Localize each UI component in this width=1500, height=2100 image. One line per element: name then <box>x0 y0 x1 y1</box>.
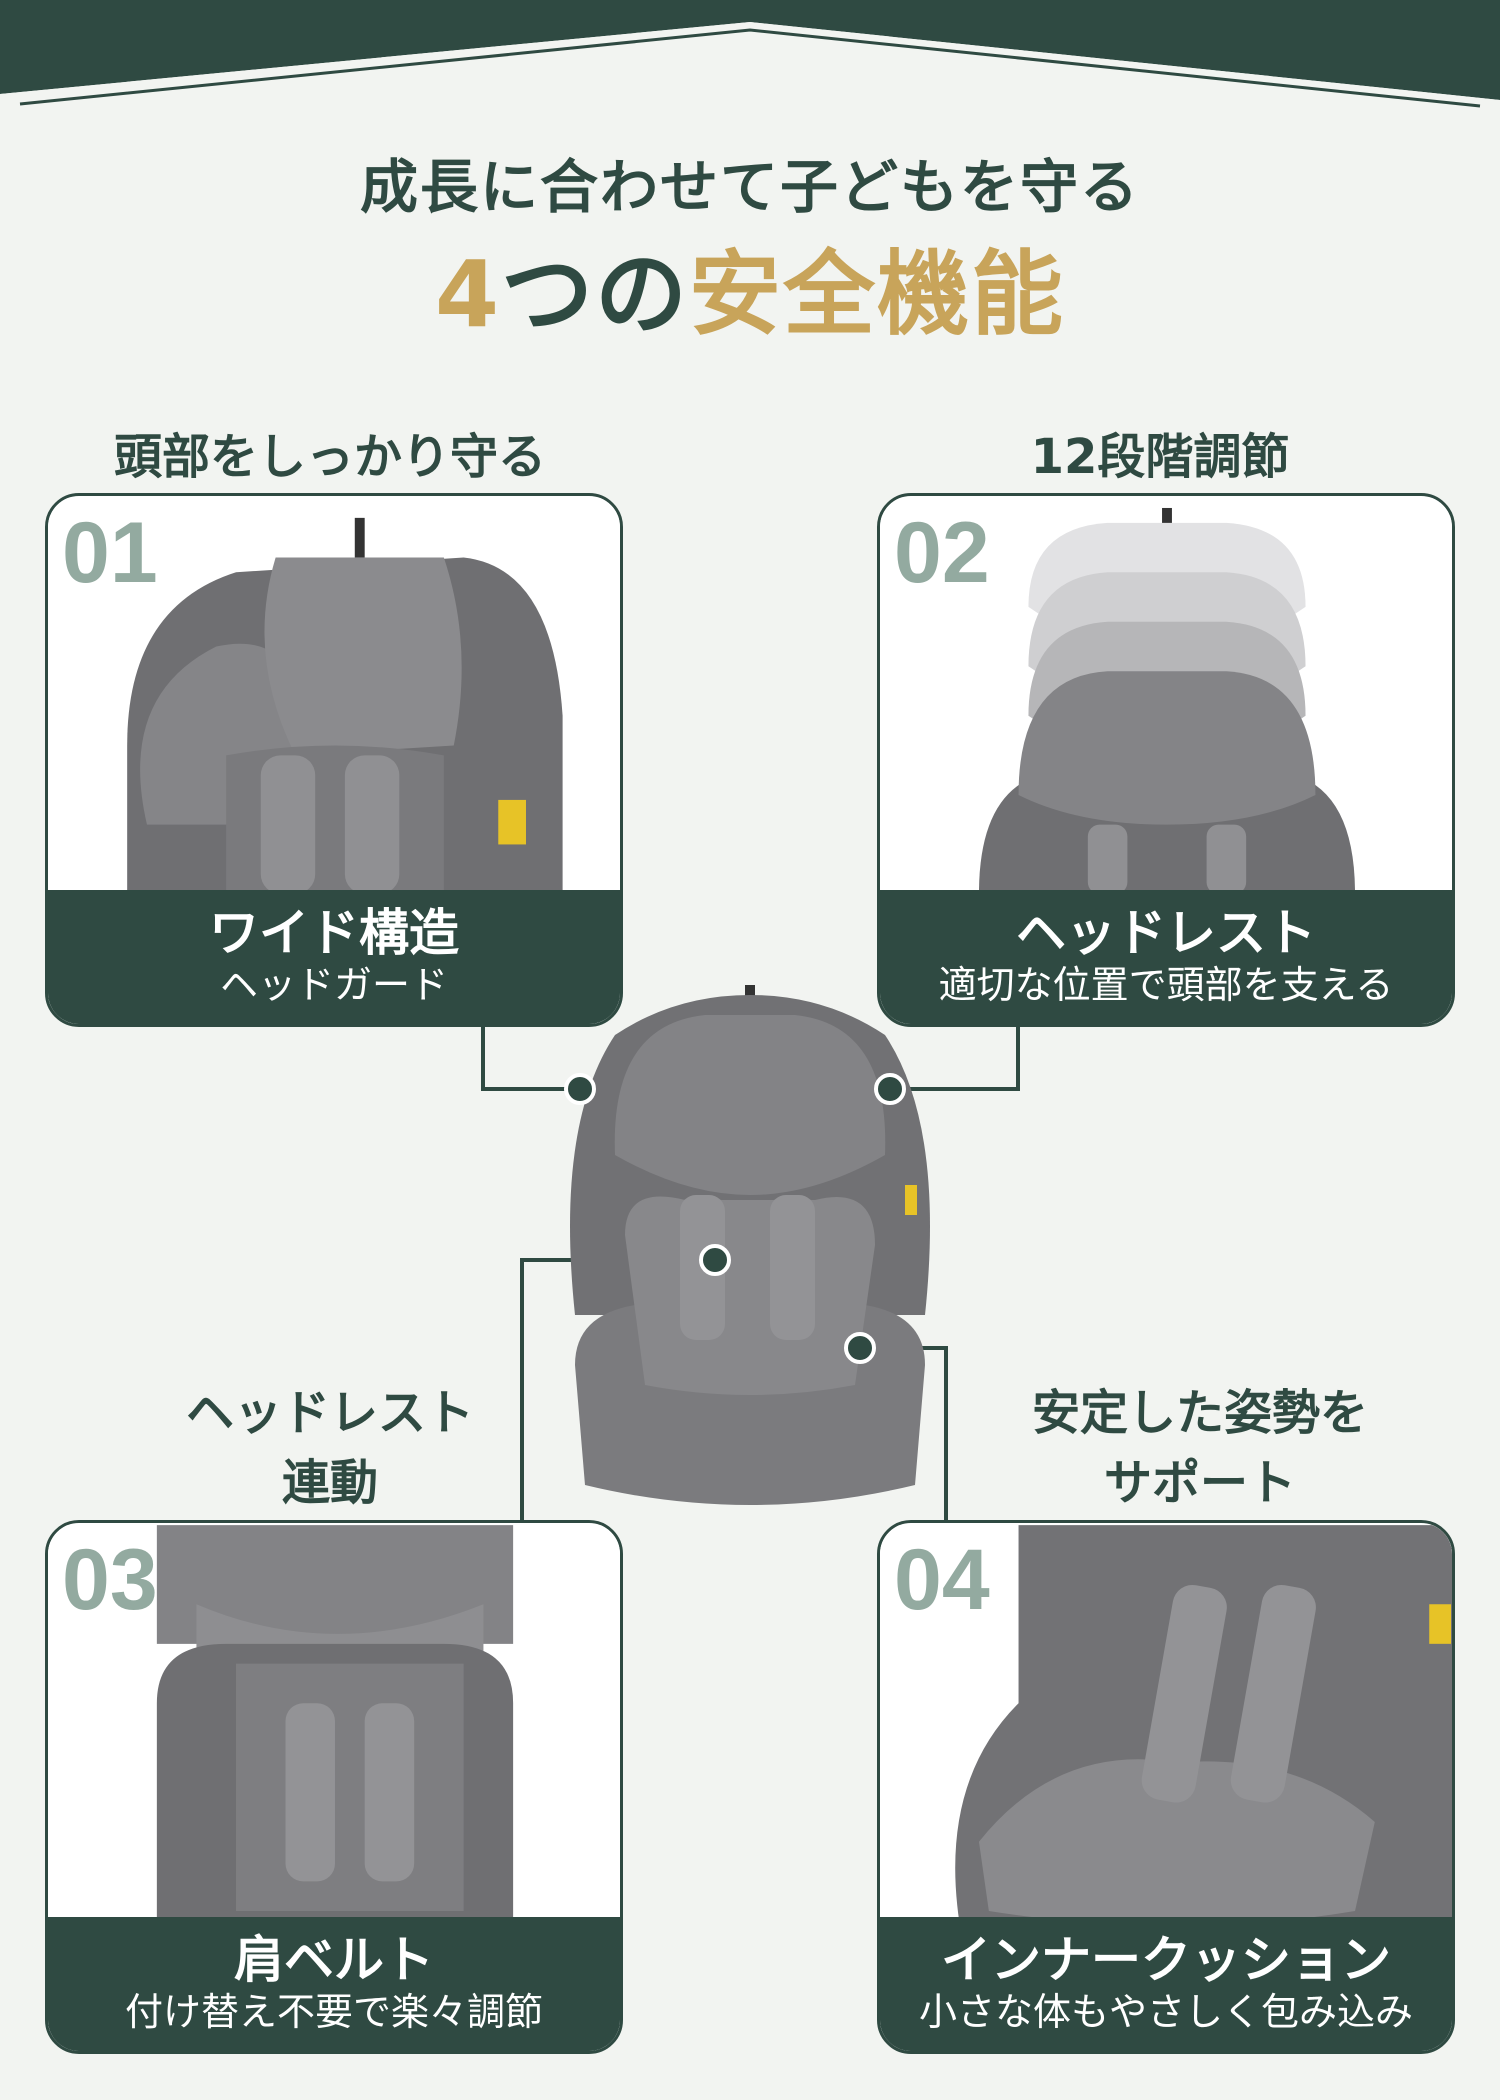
feature-card-04: 04 インナークッション 小さな体もやさしく包み込み <box>877 1520 1455 2054</box>
top-banner-decoration <box>0 0 1500 120</box>
page-title: 4つの安全機能 <box>0 220 1500 353</box>
feature-subtitle: 付け替え不要で楽々調節 <box>124 1990 543 2034</box>
feature-card-02: 02 ヘッドレスト 適切な位置で頭部を支える <box>877 493 1455 1027</box>
title-connector: つの <box>500 241 689 348</box>
feature-number: 03 <box>62 1532 158 1628</box>
feature-title: 肩ベルト <box>234 1931 434 1989</box>
feature-footer: 肩ベルト 付け替え不要で楽々調節 <box>48 1917 620 2051</box>
feature-title: ワイド構造 <box>209 904 459 962</box>
feature-card-01: 01 ワイド構造 ヘッドガード <box>45 493 623 1027</box>
seat-shoulder-belt-photo <box>48 1525 620 1921</box>
feature-number: 01 <box>62 505 158 601</box>
seat-inner-cushion-photo <box>880 1525 1452 1923</box>
feature-subtitle: 適切な位置で頭部を支える <box>938 963 1394 1007</box>
feature-footer: ワイド構造 ヘッドガード <box>48 890 620 1024</box>
title-number: 4 <box>434 241 501 348</box>
caption-bottom-right-line1: 安定した姿勢を <box>1031 1385 1368 1441</box>
feature-number: 02 <box>894 505 990 601</box>
feature-title: インナークッション <box>941 1931 1391 1989</box>
feature-card-03: 03 肩ベルト 付け替え不要で楽々調節 <box>45 1520 623 2054</box>
feature-footer: ヘッドレスト 適切な位置で頭部を支える <box>880 890 1452 1024</box>
seat-headrest-photo <box>880 498 1452 894</box>
car-seat-illustration <box>570 985 930 1505</box>
title-feature: 安全機能 <box>689 241 1066 348</box>
caption-bottom-left: ヘッドレスト 連動 <box>120 1378 540 1518</box>
feature-subtitle: 小さな体もやさしく包み込み <box>918 1990 1413 2034</box>
feature-number: 04 <box>894 1532 990 1628</box>
feature-footer: インナークッション 小さな体もやさしく包み込み <box>880 1917 1452 2051</box>
page-subheading: 成長に合わせて子どもを守る <box>359 153 1140 221</box>
seat-headguard-photo <box>48 498 620 894</box>
caption-top-right: 12段階調節 <box>1030 429 1290 485</box>
caption-bottom-right-line2: サポート <box>1103 1455 1296 1511</box>
feature-title: ヘッドレスト <box>1016 904 1316 962</box>
caption-bottom-left-line2: 連動 <box>281 1455 378 1511</box>
feature-subtitle: ヘッドガード <box>219 963 448 1007</box>
caption-bottom-left-line1: ヘッドレスト <box>185 1385 474 1441</box>
caption-bottom-right: 安定した姿勢を サポート <box>960 1378 1440 1518</box>
caption-top-left: 頭部をしっかり守る <box>113 429 546 485</box>
